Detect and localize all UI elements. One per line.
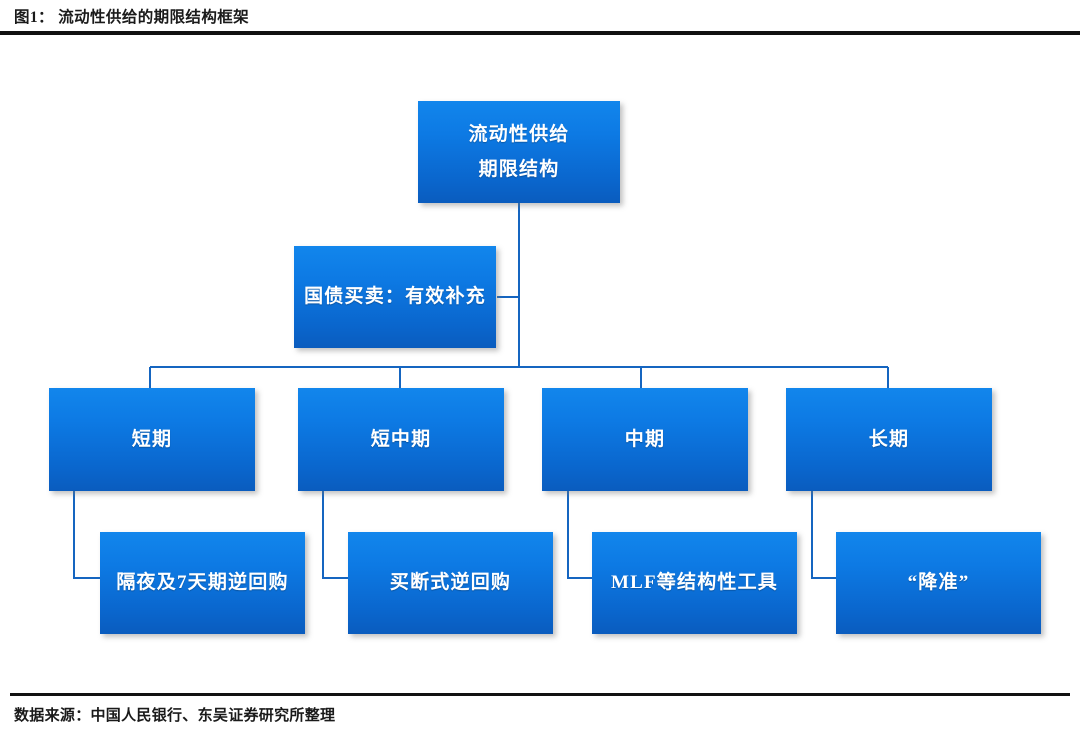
edge-t2-l2 <box>321 491 348 580</box>
node-aux-treasury-trading[interactable]: 国债买卖：有效补充 <box>294 246 496 348</box>
node-tier3-overnight-7day-reverse-repo[interactable]: 隔夜及7天期逆回购 <box>100 532 305 634</box>
node-tier2-medium-label: 中期 <box>624 428 666 450</box>
node-tier3-outright-reverse-repo-label: 买断式逆回购 <box>389 572 512 594</box>
diagram-canvas: 流动性供给 期限结构 国债买卖：有效补充 短期 短中期 中期 长期 隔夜及7天期… <box>0 36 1080 691</box>
node-tier3-rrr-cut-label: “降准” <box>907 572 970 594</box>
connector-layer <box>72 203 890 580</box>
node-tier3-mlf-structural-tools-label: MLF等结构性工具 <box>610 572 778 594</box>
node-tier2-short-label: 短期 <box>131 428 173 450</box>
node-tier2-short-medium[interactable]: 短中期 <box>298 388 504 491</box>
node-tier3-mlf-structural-tools[interactable]: MLF等结构性工具 <box>592 532 797 634</box>
node-root-line2: 期限结构 <box>478 159 560 180</box>
node-tier3-outright-reverse-repo[interactable]: 买断式逆回购 <box>348 532 553 634</box>
edge-t4-l4 <box>810 491 836 580</box>
header-divider <box>0 31 1080 35</box>
node-root[interactable]: 流动性供给 期限结构 <box>418 101 620 203</box>
node-tier2-long[interactable]: 长期 <box>786 388 992 491</box>
node-tier2-short[interactable]: 短期 <box>49 388 255 491</box>
node-tier2-long-label: 长期 <box>868 428 910 450</box>
node-tier2-short-medium-label: 短中期 <box>370 428 432 450</box>
node-tier3-rrr-cut[interactable]: “降准” <box>836 532 1041 634</box>
footer-divider <box>10 693 1070 696</box>
source-note: 数据来源：中国人民银行、东吴证券研究所整理 <box>14 708 336 724</box>
figure-title: 图1： 流动性供给的期限结构框架 <box>14 9 250 26</box>
edge-t3-l3 <box>566 491 592 580</box>
edge-t1-l1 <box>72 491 100 580</box>
node-tier2-medium[interactable]: 中期 <box>542 388 748 491</box>
node-tier3-overnight-7day-reverse-repo-label: 隔夜及7天期逆回购 <box>116 572 289 594</box>
node-root-line1: 流动性供给 <box>468 123 570 145</box>
node-aux-label: 国债买卖：有效补充 <box>304 286 486 308</box>
